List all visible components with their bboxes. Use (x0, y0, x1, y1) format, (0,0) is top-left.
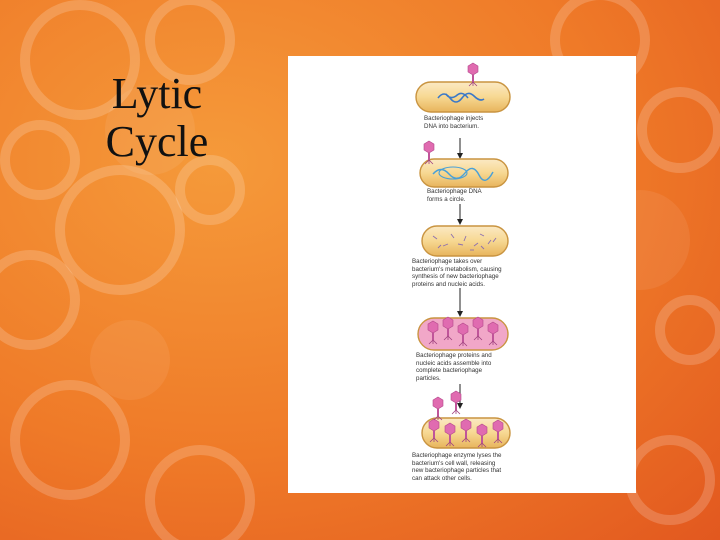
slide-title: Lytic Cycle (72, 70, 242, 166)
step-2-caption: Bacteriophage DNA forms a circle. (427, 188, 482, 203)
step-5-bacterium (421, 390, 511, 449)
title-line-1: Lytic (111, 69, 203, 118)
title-line-2: Cycle (105, 117, 209, 166)
step-1-caption: Bacteriophage injects DNA into bacterium… (424, 115, 484, 130)
step-3-caption: Bacteriophage takes over bacterium's met… (412, 258, 502, 288)
step-4-bacterium (417, 316, 509, 351)
step-4-caption: Bacteriophage proteins and nucleic acids… (416, 352, 492, 382)
step-3-bacterium (421, 225, 509, 257)
step-5-caption: Bacteriophage enzyme lyses the bacterium… (412, 452, 502, 482)
lytic-cycle-diagram (415, 62, 511, 449)
step-1-bacterium (415, 62, 511, 113)
step-2-bacterium (419, 140, 509, 188)
lytic-cycle-figure: Bacteriophage injects DNA into bacterium… (288, 56, 636, 493)
